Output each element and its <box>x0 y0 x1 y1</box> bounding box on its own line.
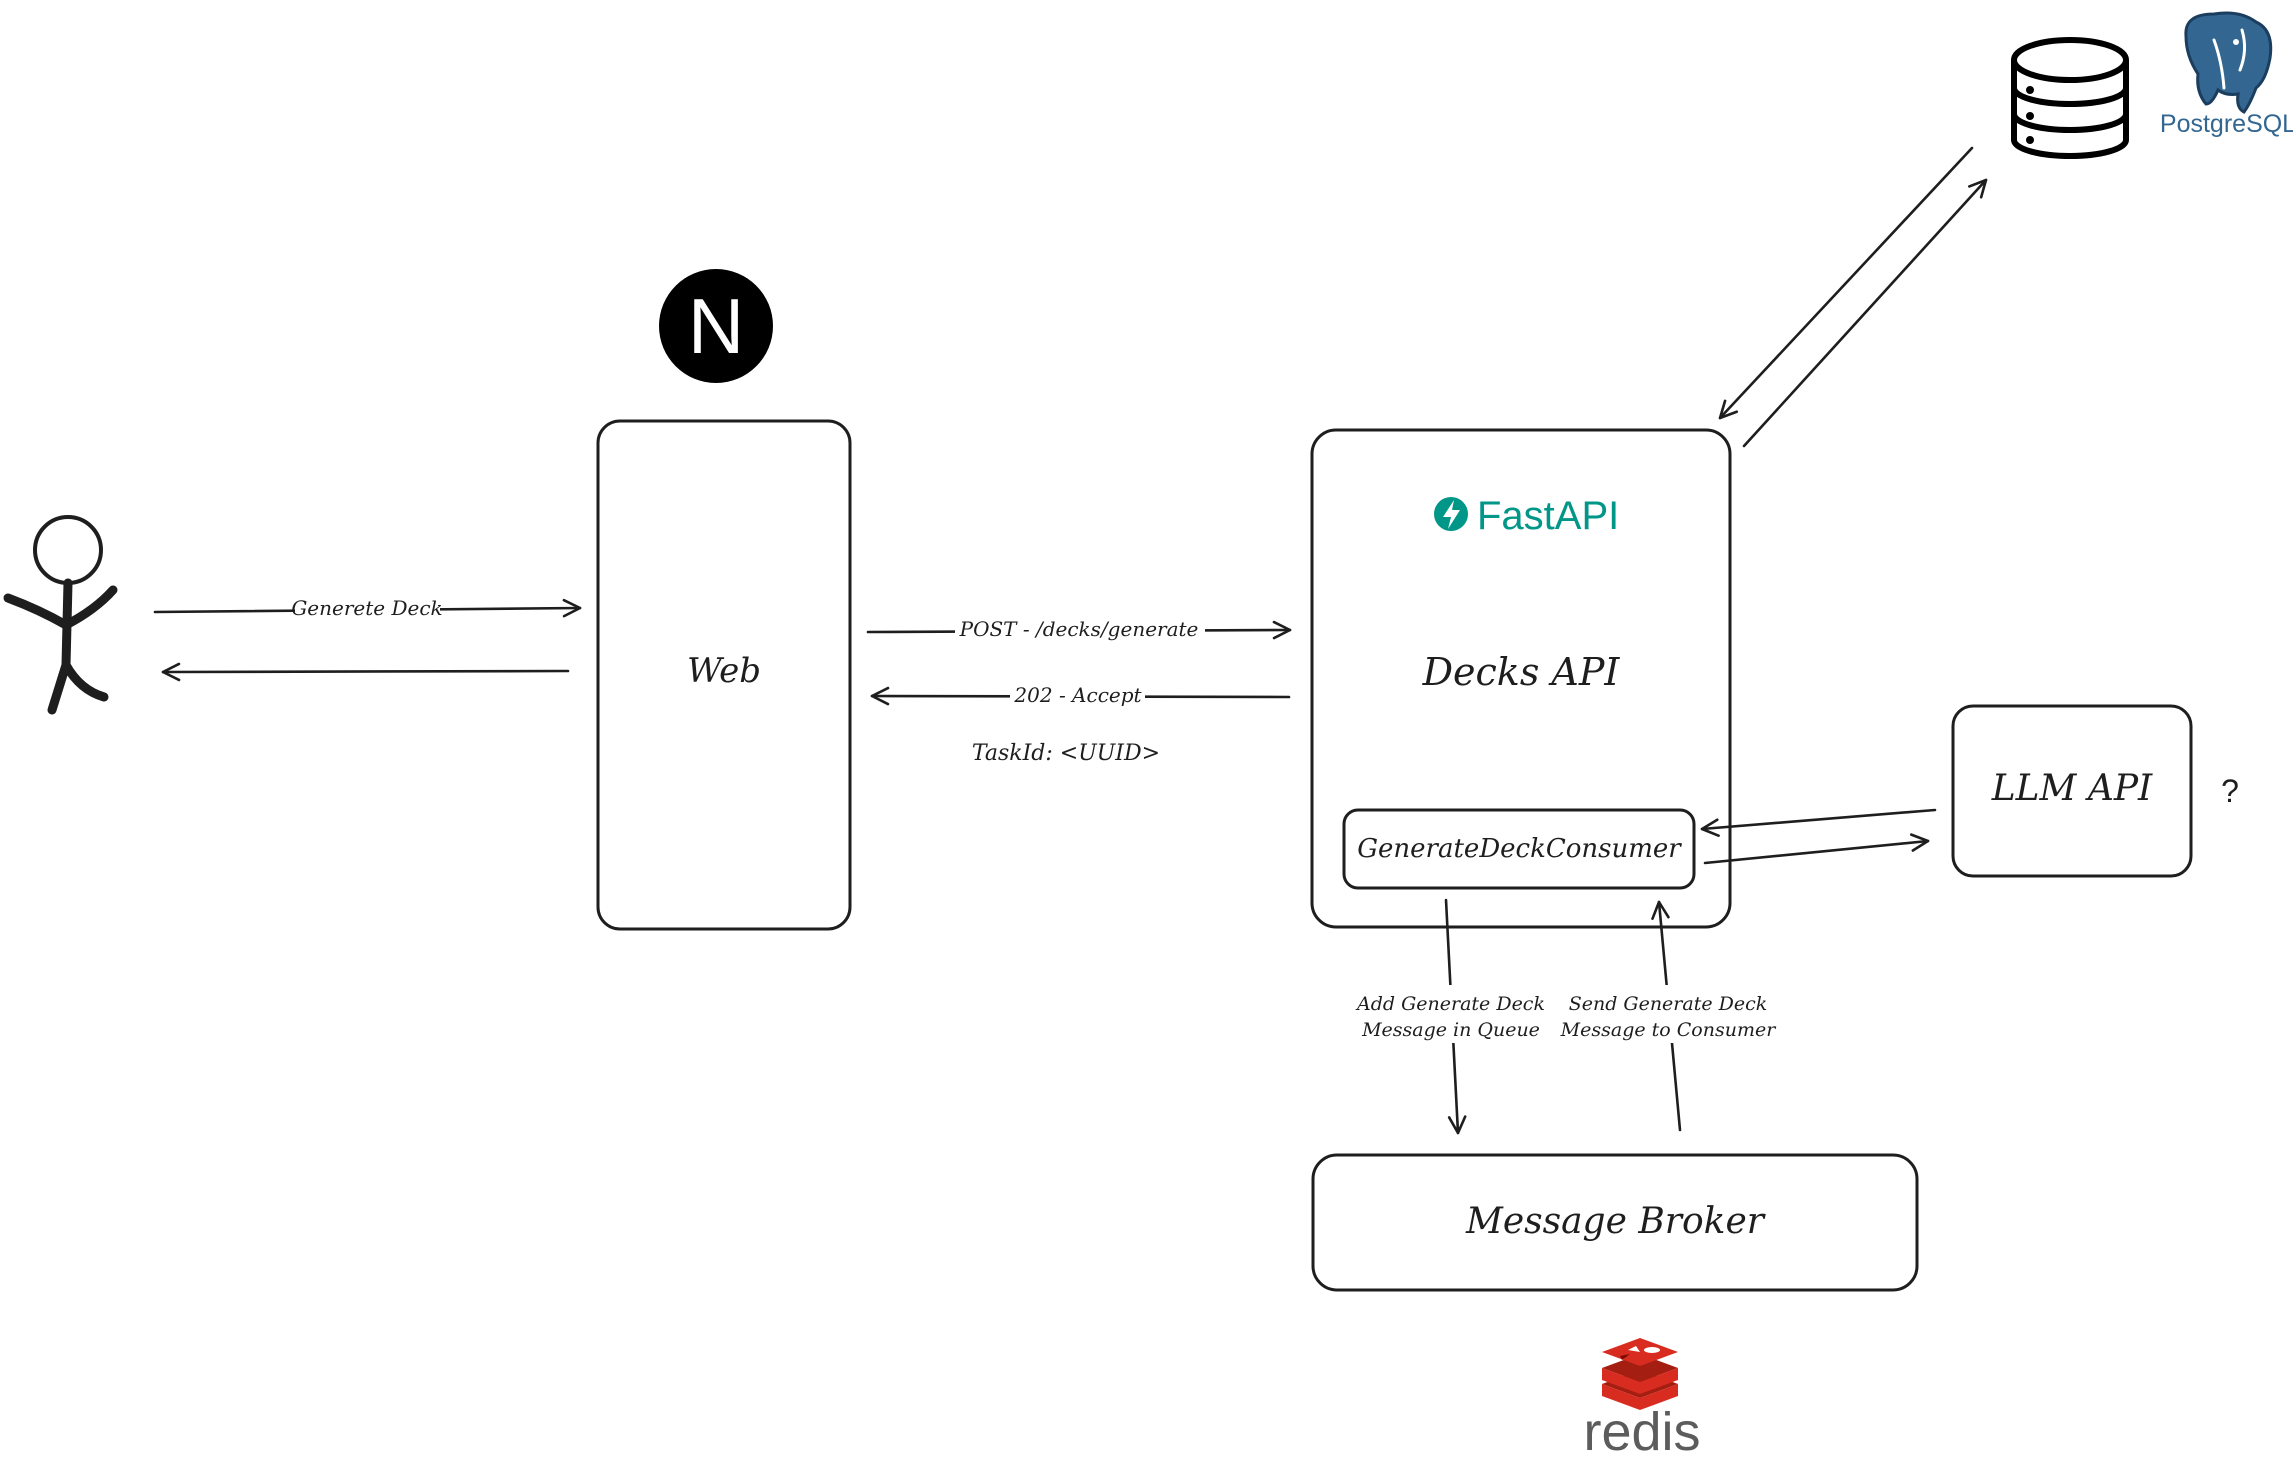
generate-deck-consumer-node[interactable]: GenerateDeckConsumer <box>1342 808 1696 890</box>
fastapi-logo-text: FastAPI <box>1477 494 1619 538</box>
arrow-consumer-to-llm <box>1703 833 1930 865</box>
database-icon <box>2011 37 2129 159</box>
user-actor-icon <box>3 515 118 715</box>
redis-logo: redis <box>1583 1338 1701 1459</box>
redis-cubes-icon <box>1602 1338 1678 1410</box>
label-generate-deck: Generete Deck <box>291 596 442 620</box>
nextjs-letter: N <box>688 282 744 370</box>
arrow-db-to-api <box>1718 146 1974 420</box>
llm-api-label: LLM API <box>1991 768 2153 809</box>
label-add-queue-1: Add Generate Deck <box>1355 993 1545 1015</box>
label-post-decks-generate: POST - /decks/generate <box>959 617 1199 641</box>
label-task-id: TaskId: <UUID> <box>972 741 1160 766</box>
web-node[interactable]: Web <box>596 419 852 931</box>
arrow-api-to-db <box>1742 178 1988 448</box>
arrow-llm-to-consumer <box>1700 808 1937 837</box>
postgresql-logo-text: PostgreSQL <box>2160 110 2293 138</box>
decks-api-node[interactable]: FastAPI Decks API GenerateDeckConsumer <box>1310 428 1732 929</box>
message-broker-label: Message Broker <box>1465 1201 1766 1242</box>
decks-api-label: Decks API <box>1422 650 1621 694</box>
label-add-queue-2: Message in Queue <box>1361 1019 1540 1041</box>
redis-logo-text: redis <box>1583 1402 1700 1459</box>
llm-api-node[interactable]: LLM API <box>1951 704 2193 878</box>
label-202-accept: 202 - Accept <box>1013 683 1142 707</box>
message-broker-node[interactable]: Message Broker <box>1311 1153 1919 1292</box>
consumer-label: GenerateDeckConsumer <box>1357 834 1682 864</box>
postgresql-elephant-icon <box>2184 11 2273 114</box>
nextjs-logo-icon: N <box>659 269 773 383</box>
label-send-consumer-2: Message to Consumer <box>1560 1019 1778 1041</box>
postgresql-logo: PostgreSQL <box>2160 11 2293 138</box>
label-send-consumer-1: Send Generate Deck <box>1569 993 1768 1015</box>
arrow-web-to-user <box>161 662 570 682</box>
fastapi-logo: FastAPI <box>1434 494 1619 538</box>
llm-question-mark: ? <box>2221 773 2239 809</box>
web-label: Web <box>687 651 761 691</box>
